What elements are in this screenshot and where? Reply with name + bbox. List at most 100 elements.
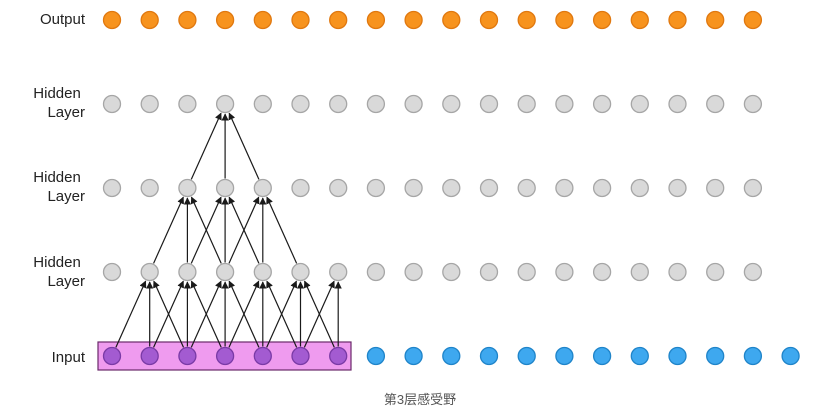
node-input-4	[253, 346, 272, 366]
node-hidden2-16	[706, 178, 725, 198]
node-input-10	[479, 346, 499, 366]
node-output-7	[366, 10, 386, 30]
node-hidden3-11	[517, 94, 536, 114]
node-hidden3-2	[178, 94, 197, 114]
label-hidden-layer-3-line2: Layer	[47, 104, 85, 121]
network-nodes	[102, 10, 800, 366]
node-hidden2-9	[442, 178, 461, 198]
node-hidden2-0	[102, 178, 122, 198]
arrow-hidden2-4-to-hidden3-3	[228, 112, 260, 180]
node-hidden2-5	[291, 178, 310, 198]
node-hidden1-8	[404, 262, 423, 282]
node-hidden3-5	[291, 94, 310, 114]
node-hidden2-7	[366, 178, 386, 198]
node-hidden1-11	[517, 262, 536, 282]
node-hidden3-6	[329, 94, 348, 114]
node-hidden1-5	[291, 262, 310, 282]
node-output-3	[215, 10, 235, 30]
node-output-8	[404, 10, 423, 30]
node-hidden2-17	[743, 178, 763, 198]
label-hidden-layer-3: Hidden Layer	[33, 85, 85, 121]
node-hidden3-8	[404, 94, 423, 114]
node-hidden3-12	[555, 94, 574, 114]
arrow-input-5-to-hidden1-6	[303, 280, 335, 348]
node-hidden3-3	[215, 94, 235, 114]
node-hidden1-6	[329, 262, 348, 282]
node-hidden3-4	[253, 94, 272, 114]
node-hidden2-3	[215, 178, 235, 198]
label-hidden-layer-1: Hidden Layer	[33, 254, 85, 290]
node-hidden2-8	[404, 178, 423, 198]
arrow-input-0-to-hidden1-1	[115, 280, 147, 348]
node-hidden1-13	[592, 262, 612, 282]
node-hidden1-17	[743, 262, 763, 282]
figure-caption: 第3层感受野	[384, 392, 456, 407]
node-hidden2-10	[479, 178, 499, 198]
node-hidden1-16	[706, 262, 725, 282]
node-input-13	[592, 346, 612, 366]
node-hidden3-9	[442, 94, 461, 114]
node-output-4	[253, 10, 272, 30]
arrow-hidden1-1-to-hidden2-2	[153, 196, 184, 264]
node-hidden2-11	[517, 178, 536, 198]
label-input: Input	[52, 349, 86, 366]
arrow-input-3-to-hidden1-4	[228, 280, 260, 348]
node-hidden2-6	[329, 178, 348, 198]
node-hidden2-12	[555, 178, 574, 198]
arrow-input-1-to-hidden1-2	[153, 280, 184, 348]
node-hidden1-1	[140, 262, 159, 282]
node-hidden1-4	[253, 262, 272, 282]
node-input-17	[743, 346, 763, 366]
node-hidden3-0	[102, 94, 122, 114]
connection-arrows	[115, 112, 342, 348]
node-hidden1-12	[555, 262, 574, 282]
node-hidden1-14	[630, 262, 649, 282]
node-hidden3-13	[592, 94, 612, 114]
node-output-10	[479, 10, 499, 30]
node-hidden2-14	[630, 178, 649, 198]
node-input-1	[140, 346, 159, 366]
node-output-2	[178, 10, 197, 30]
label-output: Output	[40, 11, 86, 28]
node-input-5	[291, 346, 310, 366]
node-hidden2-2	[178, 178, 197, 198]
label-hidden-layer-1-line1: Hidden	[33, 254, 81, 271]
arrow-hidden2-2-to-hidden3-3	[190, 112, 222, 180]
node-hidden2-4	[253, 178, 272, 198]
node-output-15	[668, 10, 687, 30]
node-output-12	[555, 10, 574, 30]
node-output-16	[706, 10, 725, 30]
node-hidden3-15	[668, 94, 687, 114]
node-output-11	[517, 10, 536, 30]
node-output-14	[630, 10, 649, 30]
node-hidden3-10	[479, 94, 499, 114]
node-hidden1-9	[442, 262, 461, 282]
node-hidden1-10	[479, 262, 499, 282]
node-output-17	[743, 10, 763, 30]
node-input-11	[517, 346, 536, 366]
label-hidden-layer-1-line2: Layer	[47, 273, 85, 290]
arrow-input-2-to-hidden1-3	[190, 280, 222, 348]
node-input-16	[706, 346, 725, 366]
label-hidden-layer-2-line1: Hidden	[33, 169, 81, 186]
node-output-1	[140, 10, 159, 30]
node-hidden1-2	[178, 262, 197, 282]
node-hidden1-3	[215, 262, 235, 282]
node-output-5	[291, 10, 310, 30]
node-input-0	[102, 346, 122, 366]
node-input-9	[442, 346, 461, 366]
arrow-input-4-to-hidden1-5	[266, 280, 298, 348]
node-input-6	[329, 346, 348, 366]
node-output-0	[102, 10, 122, 30]
arrow-hidden1-3-to-hidden2-4	[228, 196, 260, 264]
node-hidden1-7	[366, 262, 386, 282]
node-input-2	[178, 346, 197, 366]
node-hidden1-0	[102, 262, 122, 282]
node-input-14	[630, 346, 649, 366]
node-hidden3-7	[366, 94, 386, 114]
node-output-13	[592, 10, 612, 30]
node-output-6	[329, 10, 348, 30]
node-hidden3-1	[140, 94, 159, 114]
node-input-3	[215, 346, 235, 366]
